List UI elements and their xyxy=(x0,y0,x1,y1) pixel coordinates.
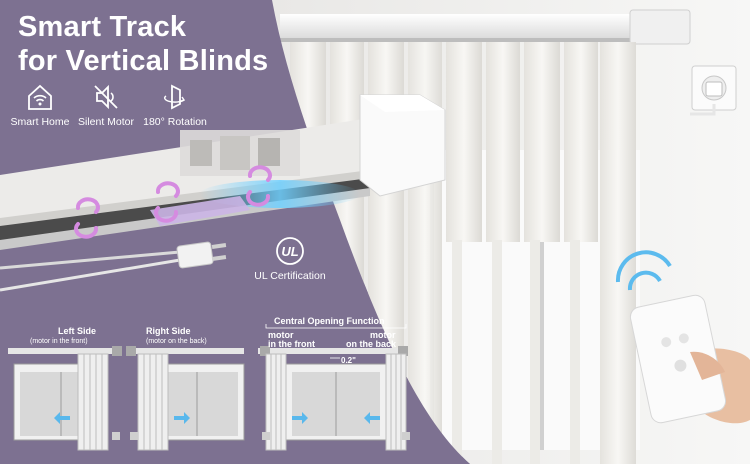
mute-speaker-icon xyxy=(94,84,118,110)
feature-rotation: 180° Rotation xyxy=(135,82,215,128)
headline: Smart Track for Vertical Blinds xyxy=(18,10,268,78)
left-side-subtitle: (motor in the front) xyxy=(30,338,88,345)
feature-label: 180° Rotation xyxy=(143,116,207,128)
feature-label: Silent Motor xyxy=(77,116,135,128)
ul-certification: UL UL Certification xyxy=(250,236,330,282)
central-motor-front: motor xyxy=(268,330,294,340)
rotation-icon xyxy=(164,84,186,110)
central-title: Central Opening Function xyxy=(274,316,385,326)
diagram-right xyxy=(126,346,245,451)
svg-text:UL: UL xyxy=(281,244,298,259)
central-motor-front-sub: in the front xyxy=(268,339,315,349)
feature-silent-motor: Silent Motor xyxy=(66,82,146,128)
right-side-title: Right Side xyxy=(146,326,191,336)
left-side-title: Left Side xyxy=(58,326,97,336)
headline-line-2: for Vertical Blinds xyxy=(18,45,269,77)
headline-line-1: Smart Track xyxy=(18,11,187,43)
central-gap-label: 0.2" xyxy=(341,356,356,365)
diagram-left xyxy=(8,346,122,451)
wifi-home-icon xyxy=(28,84,52,110)
diagram-central xyxy=(258,324,410,451)
central-motor-back-sub: on the back xyxy=(346,339,397,349)
ul-logo-icon: UL xyxy=(276,237,304,265)
feature-smart-home: Smart Home xyxy=(0,82,80,128)
right-side-subtitle: (motor on the back) xyxy=(146,338,207,345)
central-motor-back: motor xyxy=(370,330,396,340)
ul-label: UL Certification xyxy=(254,270,326,282)
feature-label: Smart Home xyxy=(10,116,70,128)
